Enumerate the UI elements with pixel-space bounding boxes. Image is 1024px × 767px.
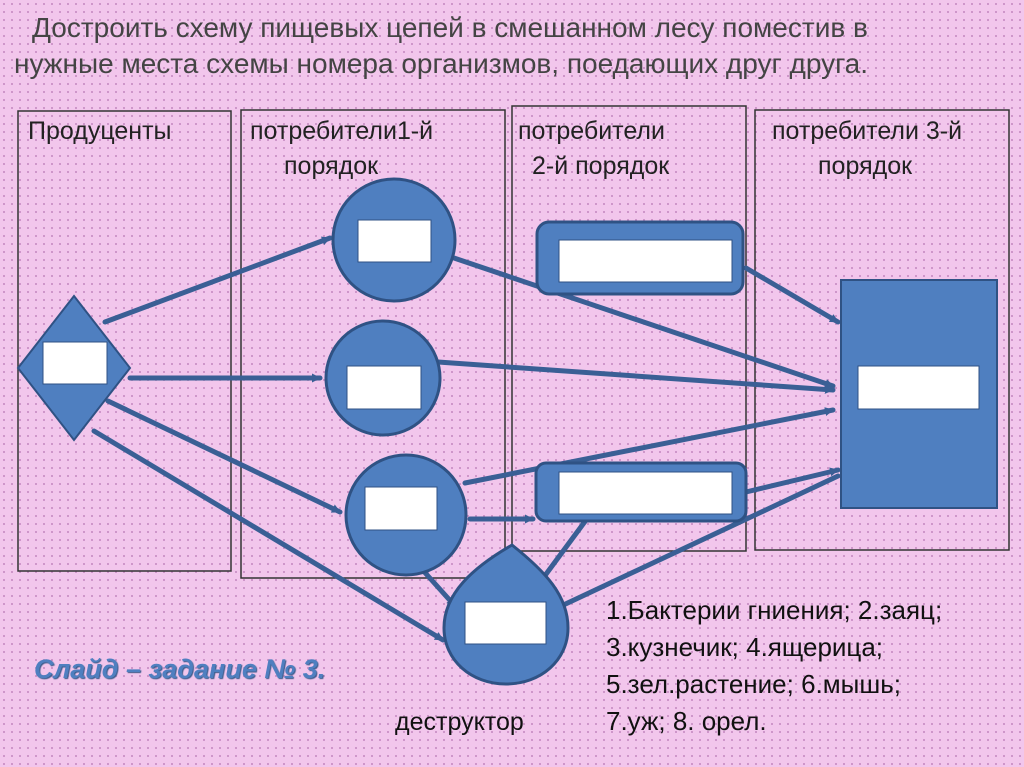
consumer3-blank-slot[interactable] — [857, 365, 980, 410]
producers-label: Продуценты — [28, 117, 172, 145]
arrow-producer-to-destructor — [91, 428, 446, 643]
consumer1-circle-top — [331, 177, 457, 303]
organism-legend: 1.Бактерии гниения; 2.заяц; 3.кузнечик; … — [606, 592, 942, 740]
consumers3-label-line1: потребители 3-й — [772, 117, 963, 145]
arrow-c2-to-destructor — [535, 509, 595, 588]
producers-column-box — [17, 110, 232, 572]
consumer2-bottom-blank-slot[interactable] — [558, 471, 733, 515]
destructor-teardrop-node — [442, 543, 570, 686]
consumer1-circle-bottom — [344, 453, 468, 577]
consumer1-middle-blank-slot[interactable] — [346, 365, 422, 410]
consumers3-column-box — [754, 109, 1010, 551]
consumers1-label-line2: порядок — [284, 152, 379, 180]
consumers2-label-line2: 2-й порядок — [532, 152, 670, 180]
arrow-c1top-to-c3 — [451, 255, 836, 389]
slide-title: Достроить схему пищевых цепей в смешанно… — [14, 10, 1004, 82]
legend-line-4: 7.уж; 8. орел. — [606, 706, 767, 736]
consumer1-circle-middle — [324, 319, 442, 437]
consumer2-rect-bottom — [534, 461, 748, 523]
slide-task-label: Слайд – задание № 3. — [34, 654, 326, 684]
consumers3-label-line2: порядок — [818, 152, 913, 180]
title-line-2: нужные места схемы номера организмов, по… — [14, 48, 869, 79]
consumer1-top-blank-slot[interactable] — [357, 219, 432, 263]
consumers1-column-box — [240, 109, 506, 579]
arrow-producer-to-c1-top — [102, 235, 333, 325]
consumers2-column-box — [511, 105, 747, 552]
title-line-1: Достроить схему пищевых цепей в смешанно… — [32, 12, 868, 43]
legend-line-1: 1.Бактерии гниения; 2.заяц; — [606, 595, 943, 625]
consumer2-rect-top — [535, 220, 745, 296]
consumer2-top-blank-slot[interactable] — [558, 239, 733, 283]
legend-line-2: 3.кузнечик; 4.ящерица; — [606, 632, 883, 662]
arrow-producer-to-c1-bottom — [105, 398, 343, 515]
arrow-c2top-to-c3 — [743, 265, 841, 325]
arrow-c1mid-to-c3 — [435, 359, 836, 394]
producer-diamond-node — [16, 294, 132, 442]
consumers1-label-line1: потребители1-й — [250, 117, 434, 145]
consumers2-label: потребители 2-й порядок — [518, 114, 669, 184]
consumers3-label: потребители 3-й порядок — [772, 114, 962, 184]
consumer3-rect — [840, 279, 998, 509]
consumers2-label-line1: потребители — [518, 117, 665, 145]
consumer1-bottom-blank-slot[interactable] — [364, 486, 438, 531]
consumers1-label: потребители1-й порядок — [250, 114, 433, 184]
producer-blank-slot[interactable] — [42, 341, 108, 385]
arrow-c3-to-destructor — [554, 473, 841, 611]
legend-line-3: 5.зел.растение; 6.мышь; — [606, 669, 901, 699]
arrow-c1bottom-to-c3 — [462, 407, 836, 486]
destructor-blank-slot[interactable] — [464, 601, 547, 645]
destructor-label: деструктор — [395, 708, 524, 736]
arrow-c2bottom-to-c3 — [743, 467, 841, 495]
